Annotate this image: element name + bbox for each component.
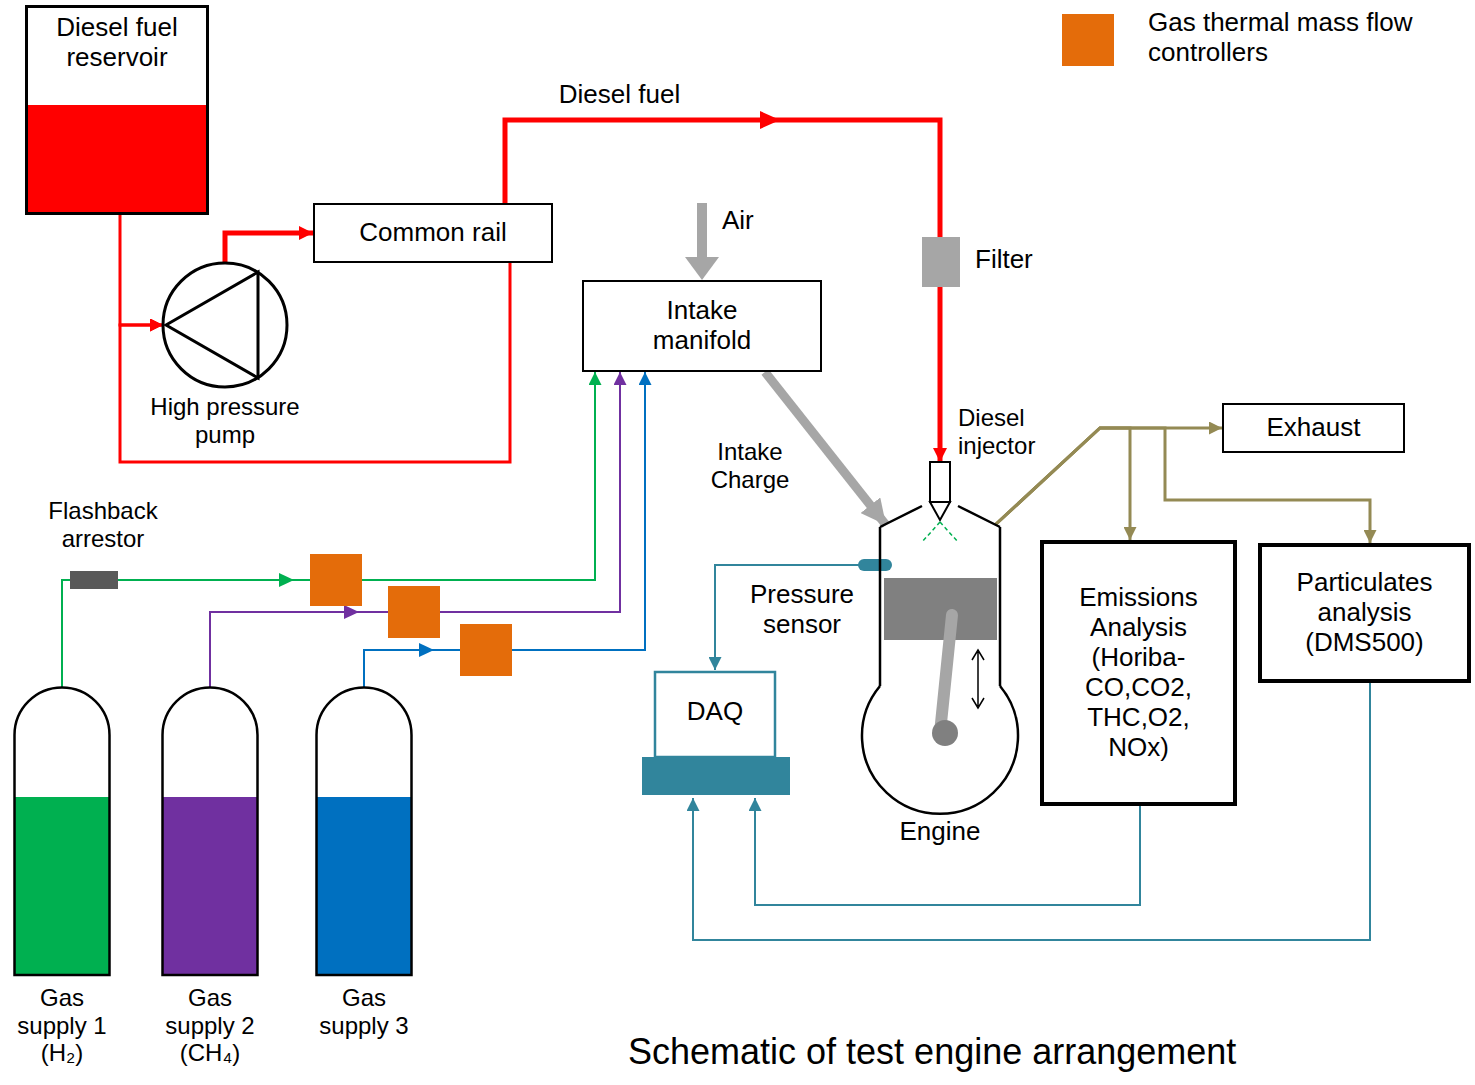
- daq-laptop-outline: [640, 670, 792, 798]
- connector: [120, 215, 163, 325]
- flashback-arrestor-symbol: [70, 571, 118, 589]
- mass-flow-controller: [388, 586, 440, 638]
- shape-part: [932, 720, 958, 746]
- shape-part: [940, 615, 952, 733]
- mass-flow-controller: [460, 624, 512, 676]
- fuel-level: [28, 105, 206, 212]
- shape-part: [972, 650, 984, 708]
- connector: [225, 233, 313, 263]
- node-text: Intake manifold: [627, 296, 777, 356]
- connector: [364, 372, 645, 688]
- anchor-area: [880, 525, 1000, 685]
- input-label: Air: [722, 206, 782, 236]
- analyser-box: Particulates analysis (DMS500): [1258, 543, 1471, 683]
- gas-cylinder: Gas supply 3: [306, 685, 422, 1083]
- connector: [120, 263, 510, 462]
- part-label: Flashback arrestor: [26, 497, 180, 552]
- flow-arrow: [760, 111, 780, 129]
- shape-part: [884, 578, 997, 640]
- shape-part: [166, 272, 258, 378]
- node-text: Gas supply 2 (CH₄): [155, 984, 265, 1067]
- shape-part: [922, 522, 958, 542]
- engine-symbol-outline: [855, 455, 1030, 855]
- legend-entry: Gas thermal mass flow controllers: [1062, 10, 1442, 70]
- gas-cylinder: Gas supply 1 (H₂): [4, 685, 120, 1083]
- anchor-area: [163, 263, 287, 387]
- shape-part: [642, 757, 790, 795]
- node-text: High pressure pump: [130, 393, 320, 448]
- process-box: Common rail: [313, 203, 553, 263]
- node-text: Common rail: [359, 218, 506, 248]
- caption: Schematic of test engine arrangement: [628, 1031, 1236, 1072]
- anchor-area: [163, 688, 258, 975]
- filter-symbol: [922, 237, 960, 287]
- flow-arrow: [344, 605, 359, 619]
- analyser-box: Emissions Analysis (Horiba- CO,CO2, THC,…: [1040, 540, 1237, 806]
- anchor-area: [15, 688, 110, 975]
- shape-part: [163, 688, 258, 975]
- node-text: DAQ: [657, 697, 773, 727]
- shape-part: [930, 462, 950, 502]
- shape-part: [15, 688, 110, 975]
- part-label: Diesel injector: [958, 404, 1053, 459]
- connector: [693, 683, 1370, 940]
- air-arrow-head: [685, 257, 719, 280]
- connector: [765, 372, 886, 525]
- part-label: Filter: [975, 245, 1055, 275]
- pressure-sensor-symbol: [858, 559, 892, 571]
- shape-part: [317, 797, 412, 975]
- pump-symbol: High pressure pump: [130, 260, 320, 465]
- node-text: Gas supply 1 (H₂): [7, 984, 117, 1067]
- anchor-area: [317, 688, 412, 975]
- shape-part: [163, 797, 258, 975]
- mass-flow-controller: [310, 554, 362, 606]
- reservoir-box: Diesel fuel reservoir: [25, 5, 209, 215]
- connector-label: Diesel fuel: [532, 80, 707, 110]
- air-arrow-shaft: [697, 203, 707, 260]
- connector: [505, 120, 940, 462]
- flow-arrow: [419, 643, 434, 657]
- node-text: Gas supply 3: [309, 984, 419, 1039]
- anchor-area: [928, 462, 952, 520]
- daq-laptop: DAQ: [640, 670, 792, 798]
- shape-part: [655, 672, 775, 757]
- part-label: Pressure sensor: [728, 580, 876, 640]
- legend-swatch: [1062, 14, 1114, 66]
- gas-cylinder: Gas supply 2 (CH₄): [152, 685, 268, 1083]
- flow-arrow: [279, 573, 294, 587]
- shape-part: [163, 263, 287, 387]
- shape-part: [15, 797, 110, 975]
- shape-part: [317, 688, 412, 975]
- connector-label: Intake Charge: [695, 438, 805, 493]
- node-text: Emissions Analysis (Horiba- CO,CO2, THC,…: [1064, 583, 1214, 762]
- shape-part: [930, 502, 950, 520]
- node-text: Exhaust: [1267, 413, 1361, 443]
- connector: [715, 565, 880, 670]
- engine-symbol: Engine: [855, 455, 1030, 855]
- process-box: Exhaust: [1222, 403, 1405, 453]
- node-text: Engine: [880, 817, 1000, 847]
- node-text: Diesel fuel reservoir: [32, 13, 202, 73]
- node-text: Particulates analysis (DMS500): [1270, 568, 1460, 658]
- shape-part: [880, 527, 1000, 686]
- legend-text: Gas thermal mass flow controllers: [1148, 8, 1433, 68]
- process-box: Intake manifold: [582, 280, 822, 372]
